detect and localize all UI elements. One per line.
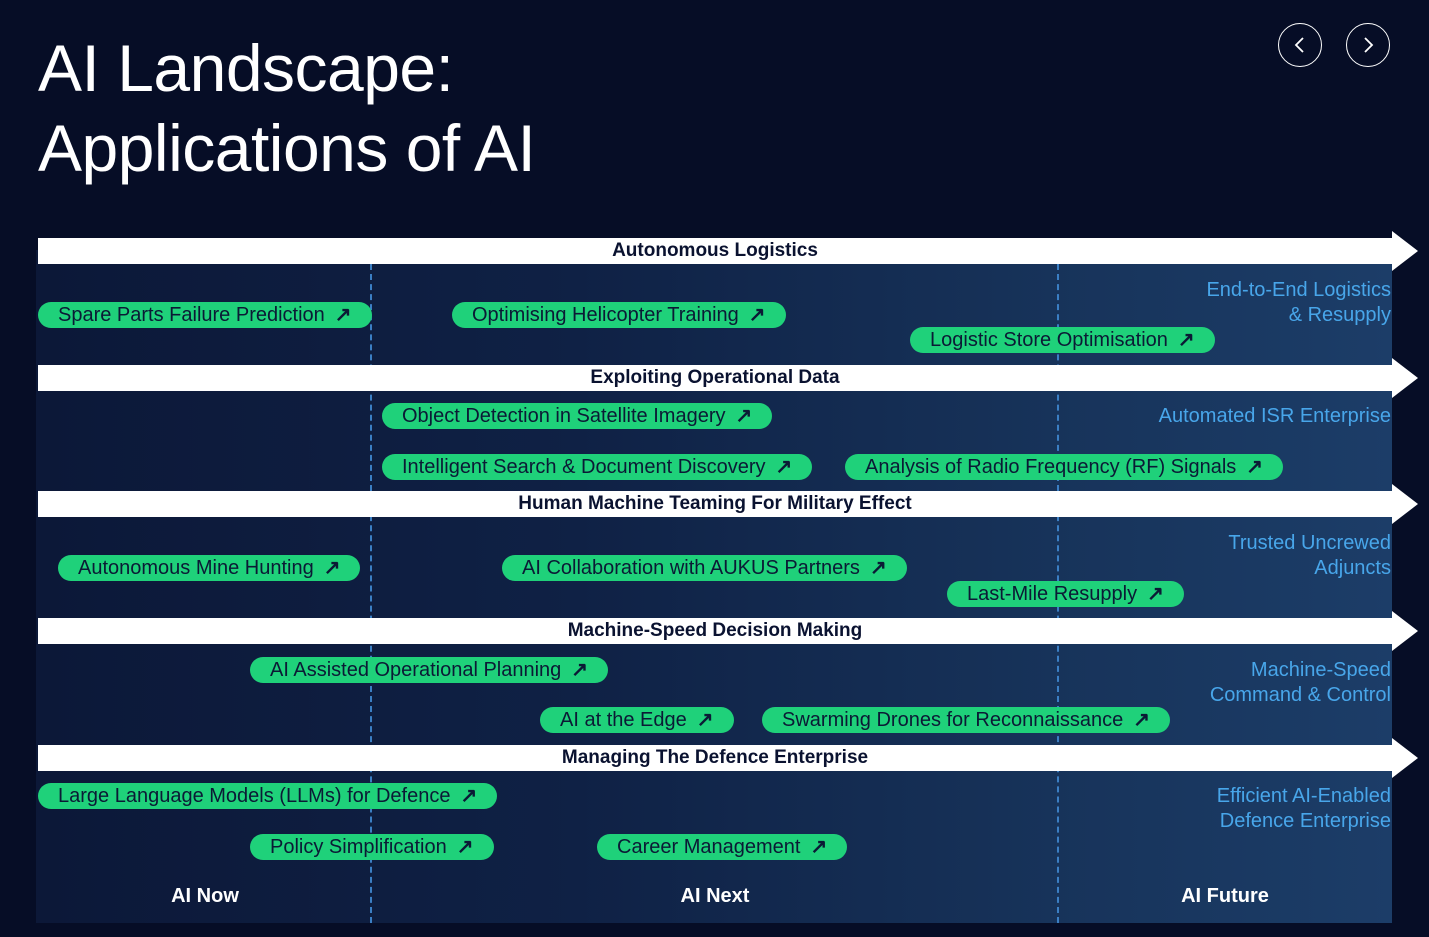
arrow-up-right-icon: ↗ xyxy=(775,456,793,478)
arrow-up-right-icon: ↗ xyxy=(1177,329,1195,351)
band-machine-speed-decision-making: Machine-Speed Decision Making xyxy=(38,618,1392,644)
pill-label: Autonomous Mine Hunting xyxy=(78,557,314,579)
pill-label: Last-Mile Resupply xyxy=(967,583,1138,605)
pill-label: Swarming Drones for Reconnaissance xyxy=(782,709,1124,731)
future-line: End-to-End Logistics xyxy=(1206,279,1391,301)
pill-optimising-helicopter-training[interactable]: Optimising Helicopter Training ↗ xyxy=(452,302,786,328)
future-line: Machine-Speed xyxy=(1250,659,1391,681)
next-button[interactable] xyxy=(1346,23,1390,67)
pill-label: AI Assisted Operational Planning xyxy=(270,659,562,681)
previous-button[interactable] xyxy=(1278,23,1322,67)
pill-last-mile-resupply[interactable]: Last-Mile Resupply ↗ xyxy=(947,581,1184,607)
pill-swarming-drones-reconnaissance[interactable]: Swarming Drones for Reconnaissance ↗ xyxy=(762,707,1171,733)
pill-label: Logistic Store Optimisation xyxy=(930,329,1168,351)
pill-label: Analysis of Radio Frequency (RF) Signals xyxy=(865,456,1237,478)
title-line-2: Applications of AI xyxy=(38,111,536,185)
title-line-1: AI Landscape: xyxy=(38,31,454,105)
band-autonomous-logistics: Autonomous Logistics xyxy=(38,238,1392,264)
column-label-ai-future: AI Future xyxy=(1181,885,1269,907)
arrow-up-right-icon: ↗ xyxy=(334,304,352,326)
future-line: Defence Enterprise xyxy=(1219,810,1391,832)
pill-label: Spare Parts Failure Prediction xyxy=(58,304,325,326)
future-line: Automated ISR Enterprise xyxy=(1158,405,1391,427)
future-machine-speed-command-control: Machine-Speed Command & Control xyxy=(1210,658,1391,708)
pill-ai-at-the-edge[interactable]: AI at the Edge ↗ xyxy=(540,707,734,733)
pill-analysis-rf-signals[interactable]: Analysis of Radio Frequency (RF) Signals… xyxy=(845,454,1284,480)
band-arrow xyxy=(1392,611,1418,651)
column-label-ai-next: AI Next xyxy=(680,885,750,907)
band-human-machine-teaming: Human Machine Teaming For Military Effec… xyxy=(38,491,1392,517)
pill-ai-collaboration-aukus[interactable]: AI Collaboration with AUKUS Partners ↗ xyxy=(502,555,907,581)
pill-spare-parts-failure-prediction[interactable]: Spare Parts Failure Prediction ↗ xyxy=(38,302,372,328)
future-line: Trusted Uncrewed xyxy=(1228,532,1391,554)
arrow-up-right-icon: ↗ xyxy=(1246,456,1264,478)
arrow-up-right-icon: ↗ xyxy=(735,405,753,427)
band-managing-defence-enterprise: Managing The Defence Enterprise xyxy=(38,745,1392,771)
arrow-up-right-icon: ↗ xyxy=(456,836,474,858)
future-line: Efficient AI-Enabled xyxy=(1216,785,1391,807)
arrow-up-right-icon: ↗ xyxy=(460,785,478,807)
pill-ai-assisted-operational-planning[interactable]: AI Assisted Operational Planning ↗ xyxy=(250,657,609,683)
band-exploiting-operational-data: Exploiting Operational Data xyxy=(38,365,1392,391)
pill-label: Object Detection in Satellite Imagery xyxy=(402,405,726,427)
arrow-up-right-icon: ↗ xyxy=(571,659,589,681)
future-trusted-uncrewed-adjuncts: Trusted Uncrewed Adjuncts xyxy=(1228,531,1391,581)
future-efficient-ai-enabled-enterprise: Efficient AI-Enabled Defence Enterprise xyxy=(1217,784,1391,834)
pill-label: Career Management xyxy=(617,836,801,858)
pill-label: Optimising Helicopter Training xyxy=(472,304,739,326)
arrow-up-right-icon: ↗ xyxy=(748,304,766,326)
future-line: & Resupply xyxy=(1288,304,1391,326)
chevron-left-icon xyxy=(1294,37,1304,53)
future-line: Adjuncts xyxy=(1314,557,1391,579)
pill-label: Large Language Models (LLMs) for Defence xyxy=(58,785,451,807)
band-arrow xyxy=(1392,358,1418,398)
pill-label: Policy Simplification xyxy=(270,836,447,858)
pill-intelligent-search-document-discovery[interactable]: Intelligent Search & Document Discovery ↗ xyxy=(382,454,813,480)
pill-autonomous-mine-hunting[interactable]: Autonomous Mine Hunting ↗ xyxy=(58,555,361,581)
arrow-up-right-icon: ↗ xyxy=(1147,583,1164,605)
divider-now-next xyxy=(370,264,372,923)
future-line: Command & Control xyxy=(1209,684,1391,706)
pill-label: AI at the Edge xyxy=(560,709,687,731)
pill-policy-simplification[interactable]: Policy Simplification ↗ xyxy=(250,834,494,860)
pill-label: AI Collaboration with AUKUS Partners xyxy=(522,557,860,579)
pill-object-detection-satellite-imagery[interactable]: Object Detection in Satellite Imagery ↗ xyxy=(382,403,773,429)
future-end-to-end-logistics: End-to-End Logistics & Resupply xyxy=(1206,278,1391,328)
page-title: AI Landscape: Applications of AI xyxy=(38,28,536,188)
arrow-up-right-icon: ↗ xyxy=(1133,709,1151,731)
future-automated-isr-enterprise: Automated ISR Enterprise xyxy=(1159,404,1391,429)
arrow-up-right-icon: ↗ xyxy=(810,836,828,858)
arrow-up-right-icon: ↗ xyxy=(323,557,341,579)
band-arrow xyxy=(1392,231,1418,271)
pill-label: Intelligent Search & Document Discovery xyxy=(402,456,766,478)
pill-large-language-models[interactable]: Large Language Models (LLMs) for Defence… xyxy=(38,783,498,809)
band-arrow xyxy=(1392,484,1418,524)
arrow-up-right-icon: ↗ xyxy=(869,557,887,579)
pill-career-management[interactable]: Career Management ↗ xyxy=(597,834,848,860)
pill-logistic-store-optimisation[interactable]: Logistic Store Optimisation ↗ xyxy=(910,327,1215,353)
column-label-ai-now: AI Now xyxy=(171,885,239,907)
arrow-up-right-icon: ↗ xyxy=(696,709,714,731)
band-arrow xyxy=(1392,738,1418,778)
chevron-right-icon xyxy=(1364,37,1374,53)
